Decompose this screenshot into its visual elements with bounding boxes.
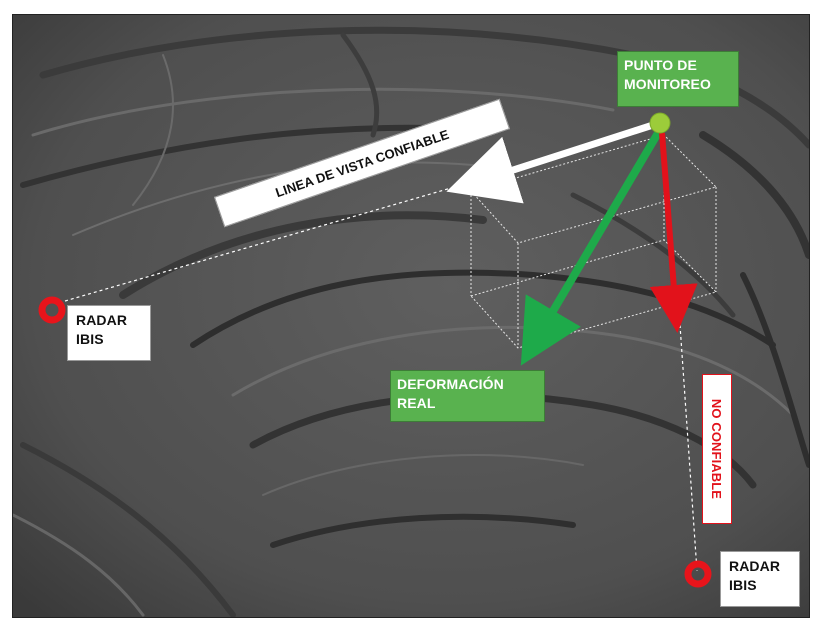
diagram-frame: PUNTO DE MONITOREO LINEA DE VISTA CONFIA… [12,14,810,618]
label-punto-monitoreo: PUNTO DE MONITOREO [617,51,739,107]
monitoring-point-icon [650,113,670,133]
label-radar-left: RADAR IBIS [67,305,151,361]
label-radar-right: RADAR IBIS [720,551,800,607]
label-deformacion-real: DEFORMACIÓN REAL [390,370,545,422]
label-no-confiable: NO CONFIABLE [702,374,732,524]
